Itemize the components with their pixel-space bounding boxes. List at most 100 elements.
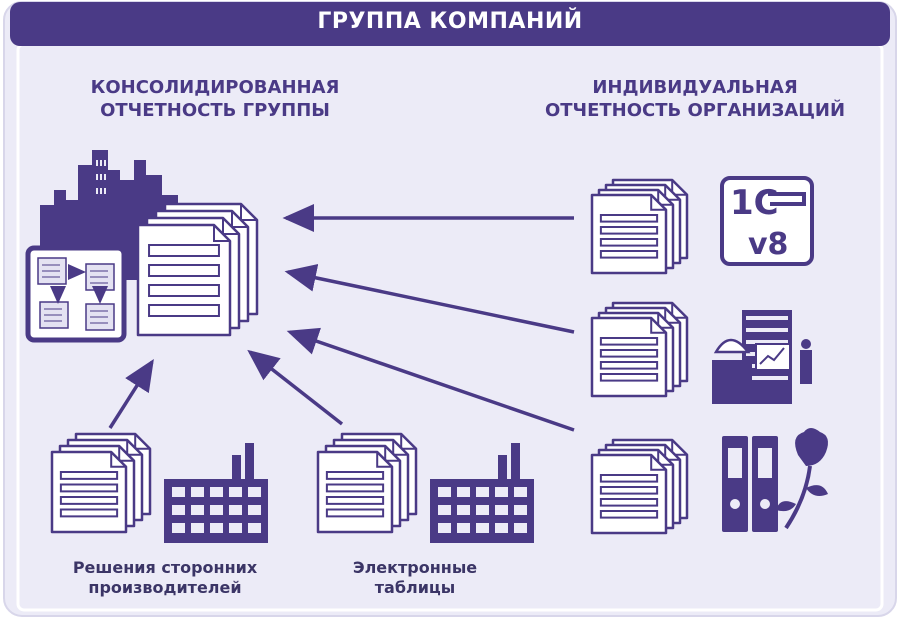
arrow-icon bbox=[284, 264, 575, 334]
spreadsheets-label-line-2: таблицы bbox=[374, 578, 456, 597]
document-line bbox=[148, 264, 220, 277]
binder-label bbox=[758, 448, 772, 478]
third-party-label-line-1: Решения сторонних bbox=[72, 558, 258, 577]
document-line bbox=[325, 496, 385, 505]
rose-stem bbox=[784, 465, 812, 530]
office-building-icon bbox=[712, 310, 812, 404]
third-party-solutions-label: Решения сторонних производителей bbox=[30, 558, 300, 598]
chart-line bbox=[759, 347, 785, 365]
factory-window bbox=[172, 523, 185, 533]
document-line bbox=[148, 304, 220, 317]
rose-bloom bbox=[795, 428, 828, 466]
factory-window bbox=[210, 487, 223, 497]
factory-window bbox=[495, 523, 508, 533]
factory-window bbox=[476, 487, 489, 497]
binder-ring bbox=[760, 499, 770, 509]
document-line bbox=[59, 471, 119, 480]
document-line bbox=[599, 474, 659, 483]
consolidated-document-stack bbox=[136, 202, 259, 337]
individual-document-stack-2 bbox=[590, 301, 689, 398]
document-line bbox=[599, 498, 659, 507]
consolidated-reporting-label: КОНСОЛИДИРОВАННАЯ ОТЧЕТНОСТЬ ГРУППЫ bbox=[40, 77, 390, 122]
factory-window bbox=[457, 505, 470, 515]
individual-document-stack-1 bbox=[590, 178, 689, 275]
presenter-body bbox=[800, 350, 812, 384]
chimney bbox=[232, 455, 241, 479]
presentation-board bbox=[755, 343, 791, 371]
binder-label bbox=[728, 448, 742, 478]
document-fold bbox=[110, 452, 126, 468]
factory-window bbox=[248, 523, 261, 533]
document-line bbox=[59, 508, 119, 518]
document-fold bbox=[376, 452, 392, 468]
office-floor bbox=[746, 316, 788, 320]
binder-ring bbox=[730, 499, 740, 509]
factory-window bbox=[514, 487, 527, 497]
individual-label-line-1: ИНДИВИДУАЛЬНАЯ bbox=[592, 77, 798, 98]
document-fold bbox=[650, 318, 666, 334]
skyline-window bbox=[96, 174, 98, 180]
arrow-icon bbox=[286, 327, 575, 432]
third-party-document-stack bbox=[50, 432, 152, 534]
document-fold bbox=[650, 455, 666, 471]
rose-leaf bbox=[776, 501, 796, 512]
arrow-icon bbox=[247, 349, 344, 426]
factory-window bbox=[495, 487, 508, 497]
office-floor bbox=[746, 340, 788, 344]
factory-window bbox=[248, 505, 261, 515]
factory-window bbox=[229, 523, 242, 533]
document-line bbox=[599, 349, 659, 358]
factory-window bbox=[495, 505, 508, 515]
factory-window bbox=[210, 523, 223, 533]
individual-label-line-2: ОТЧЕТНОСТЬ ОРГАНИЗАЦИЙ bbox=[544, 99, 846, 121]
factory-window bbox=[172, 487, 185, 497]
spreadsheet-document-stack bbox=[316, 432, 418, 534]
factory-window bbox=[514, 505, 527, 515]
factory-window bbox=[438, 487, 451, 497]
factory-window bbox=[457, 523, 470, 533]
rose-leaf bbox=[806, 485, 828, 496]
arrow-icon bbox=[108, 359, 154, 429]
office-floor bbox=[746, 376, 788, 380]
binders-icon bbox=[722, 436, 778, 532]
document-line bbox=[599, 214, 659, 223]
skyline-window bbox=[100, 174, 102, 180]
header-bar bbox=[10, 2, 890, 46]
skyline-window bbox=[96, 160, 98, 166]
skyline-window bbox=[104, 174, 106, 180]
document-line bbox=[325, 471, 385, 480]
factory-window bbox=[191, 487, 204, 497]
document-sheet bbox=[136, 223, 232, 337]
factory-window bbox=[457, 487, 470, 497]
consolidated-label-line-2: ОТЧЕТНОСТЬ ГРУППЫ bbox=[100, 99, 330, 121]
logo-swoosh bbox=[768, 192, 806, 206]
skyline-window bbox=[104, 160, 106, 166]
individual-document-stack-3 bbox=[590, 438, 689, 535]
satellite-dish bbox=[713, 338, 751, 354]
factory-window bbox=[476, 523, 489, 533]
skyline-window bbox=[104, 188, 106, 194]
document-line bbox=[599, 510, 659, 519]
skyline-window bbox=[100, 160, 102, 166]
factory-window bbox=[248, 487, 261, 497]
factory-window bbox=[514, 523, 527, 533]
office-floor bbox=[746, 328, 788, 332]
skyline-window bbox=[96, 188, 98, 194]
factory-window bbox=[438, 523, 451, 533]
third-party-label-line-2: производителей bbox=[88, 578, 242, 597]
document-line bbox=[325, 508, 385, 518]
factory-window bbox=[172, 505, 185, 515]
document-fold bbox=[213, 225, 230, 242]
rose-icon bbox=[776, 428, 828, 530]
logo-v8-text: v8 bbox=[748, 227, 788, 262]
factory-window bbox=[229, 487, 242, 497]
factory-icon bbox=[430, 443, 534, 543]
chimney bbox=[498, 455, 507, 479]
logo-frame bbox=[720, 176, 814, 266]
chimney bbox=[245, 443, 254, 479]
factory-window bbox=[438, 505, 451, 515]
document-line bbox=[599, 373, 659, 382]
